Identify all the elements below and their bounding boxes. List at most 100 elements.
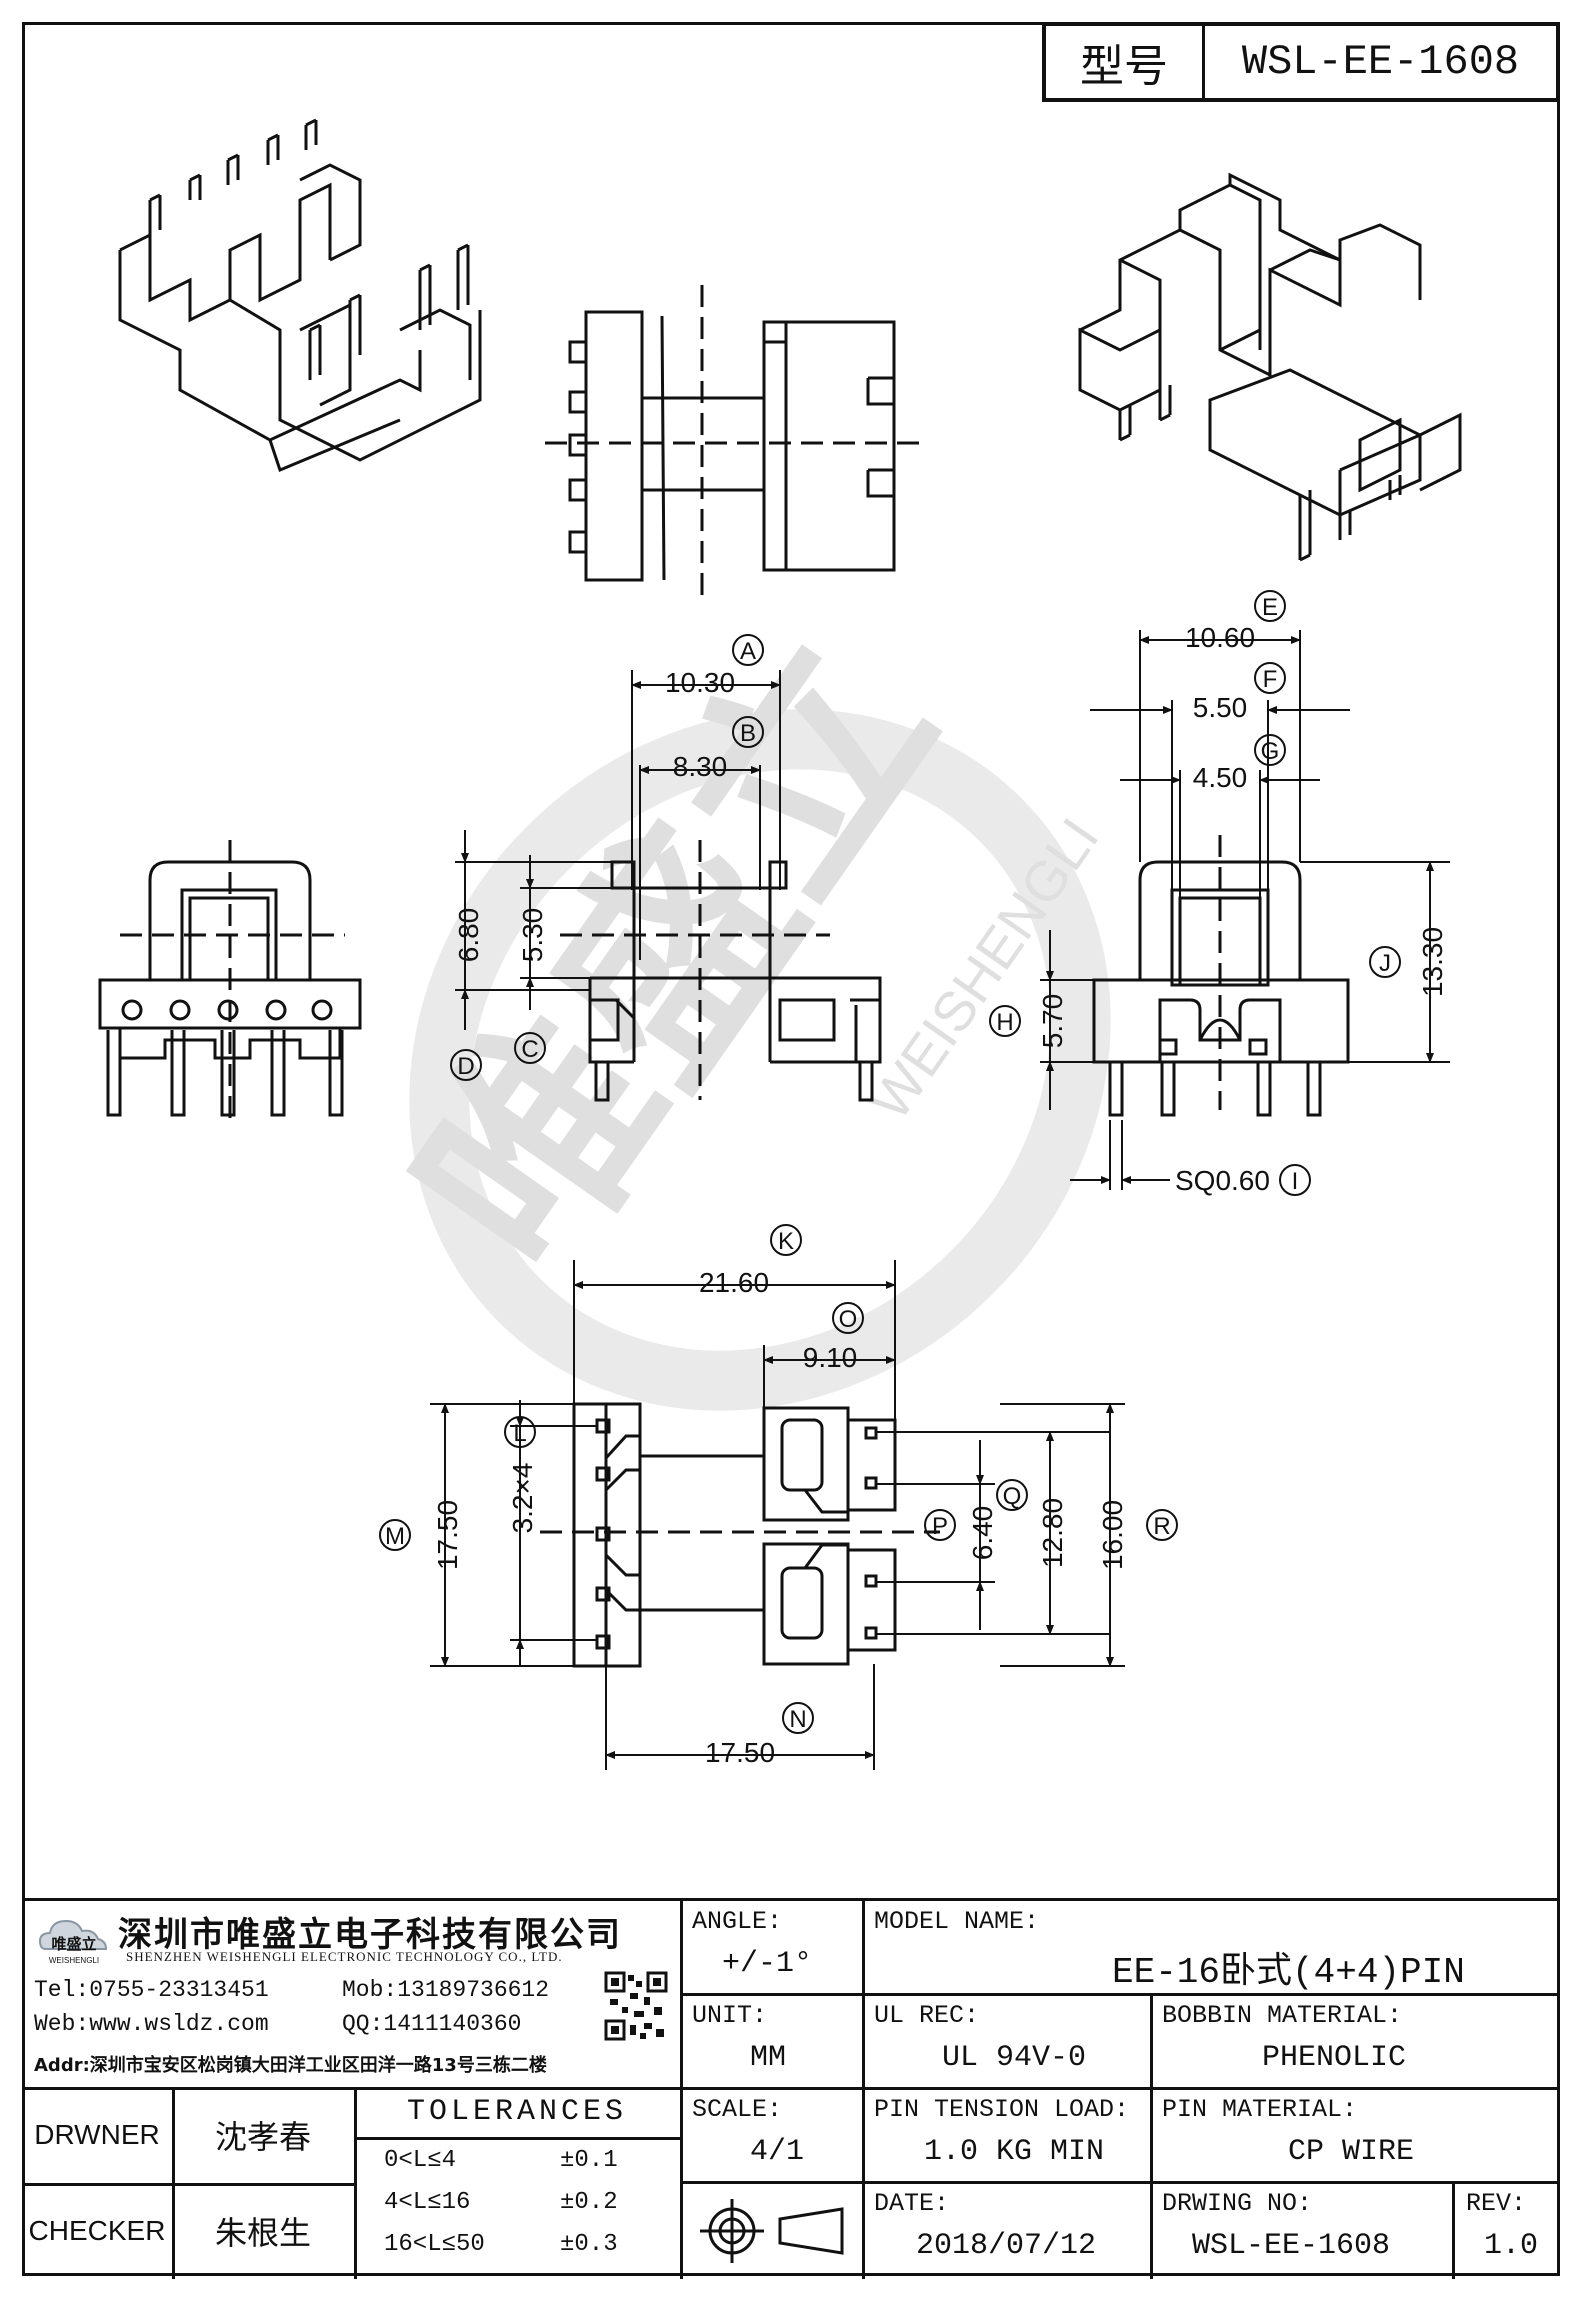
company-web: Web:www.wsldz.com: [34, 2011, 269, 2037]
tolerance-value-3: ±0.3: [560, 2231, 618, 2258]
ul-label: UL REC:: [874, 2001, 980, 2030]
watermark: 唯盛立 WEISHENGLI: [372, 598, 1111, 1411]
tolerance-value-2: ±0.2: [560, 2189, 618, 2216]
dim-f-value: 5.50: [1193, 692, 1248, 723]
callout-k: K: [778, 1228, 794, 1255]
dim-m-value: 17.50: [432, 1500, 463, 1570]
callout-n: N: [789, 1706, 806, 1733]
side-view-middle: [560, 840, 882, 1102]
bobbin-material-label: BOBBIN MATERIAL:: [1162, 2001, 1403, 2030]
isometric-view-right: [1078, 172, 1462, 562]
technical-drawing: 唯盛立 WEISHENGLI: [98, 118, 1462, 1770]
qr-code-icon[interactable]: [604, 1971, 668, 2041]
side-view-right: [1092, 835, 1350, 1117]
company-mob: Mob:13189736612: [342, 1977, 550, 2003]
callout-i: I: [1292, 1168, 1299, 1195]
tolerance-range-1: 0<L≤4: [384, 2147, 457, 2174]
callout-o: O: [839, 1306, 858, 1333]
callout-p: P: [932, 1513, 948, 1540]
drawer-label: DRWNER: [34, 2119, 160, 2150]
dimension-lines: [430, 630, 1450, 1770]
pin-material-value: CP WIRE: [1288, 2135, 1415, 2169]
tolerances-label: TOLERANCES: [406, 2095, 628, 2129]
model-name-label: MODEL NAME:: [874, 1907, 1040, 1936]
dimension-labels: 10.30 8.30 6.80 5.30 10.60 5.50 4.50 13.…: [432, 622, 1448, 1768]
bobbin-material-value: PHENOLIC: [1262, 2041, 1407, 2075]
pin-tension-label: PIN TENSION LOAD:: [874, 2095, 1130, 2124]
company-logo: 唯盛立 WEISHENGLI: [36, 1909, 112, 1969]
company-logo-sub: WEISHENGLI: [49, 1956, 99, 1965]
date-value: 2018/07/12: [916, 2229, 1097, 2263]
pin-material-label: PIN MATERIAL:: [1162, 2095, 1358, 2124]
dim-d-value: 6.80: [453, 908, 484, 963]
dim-n-value: 17.50: [705, 1737, 775, 1768]
model-label: 型号: [1046, 26, 1205, 98]
callout-h: H: [996, 1009, 1013, 1036]
model-number: WSL-EE-1608: [1241, 38, 1520, 86]
pin-tension-value: 1.0 KG MIN: [924, 2135, 1105, 2169]
tolerance-value-1: ±0.1: [560, 2147, 618, 2174]
callout-e: E: [1262, 594, 1278, 621]
scale-value: 4/1: [750, 2135, 805, 2169]
unit-label: UNIT:: [692, 2001, 768, 2030]
dim-c-value: 5.30: [517, 908, 548, 963]
side-view-left: [98, 840, 362, 1120]
title-block: 唯盛立 WEISHENGLI 深圳市唯盛立电子科技有限公司 SHENZHEN W…: [22, 1898, 1560, 2279]
callout-q: Q: [1003, 1483, 1022, 1510]
dim-b-value: 8.30: [673, 751, 728, 782]
dim-o-value: 9.10: [803, 1342, 858, 1373]
first-angle-projection-icon: [700, 2199, 844, 2263]
front-view-top: [545, 285, 920, 600]
dim-r-value: 16.00: [1097, 1500, 1128, 1570]
callout-d: D: [457, 1053, 474, 1080]
model-number-box: 型号 WSL-EE-1608: [1042, 22, 1560, 102]
dim-k-value: 21.60: [699, 1267, 769, 1298]
company-address: Addr:深圳市宝安区松岗镇大田洋工业区田洋一路13号三栋二楼: [34, 2055, 547, 2076]
checker-name: 朱根生: [214, 2214, 311, 2252]
drawing-no-label: DRWING NO:: [1162, 2189, 1313, 2218]
callout-j: J: [1379, 950, 1391, 977]
angle-value: +/-1°: [722, 1947, 813, 1981]
dim-a-value: 10.30: [665, 667, 735, 698]
isometric-view-left: [118, 118, 482, 473]
callout-b: B: [740, 720, 756, 747]
callout-a: A: [740, 638, 756, 665]
dim-i-value: SQ0.60: [1175, 1165, 1270, 1196]
dim-p-value: 6.40: [967, 1506, 998, 1561]
callout-g: G: [1261, 738, 1280, 765]
drawer-name: 沈孝春: [214, 2118, 311, 2156]
scale-label: SCALE:: [692, 2095, 783, 2124]
callout-m: M: [385, 1523, 405, 1550]
company-name-en: SHENZHEN WEISHENGLI ELECTRONIC TECHNOLOG…: [126, 1949, 563, 1964]
drawing-no-value: WSL-EE-1608: [1192, 2229, 1391, 2263]
dim-h-value: 5.70: [1037, 994, 1068, 1049]
dim-q-value: 12.80: [1037, 1498, 1068, 1568]
unit-value: MM: [750, 2041, 787, 2075]
callout-l: L: [513, 1420, 526, 1447]
company-qq: QQ:1411140360: [342, 2011, 522, 2037]
dim-e-value: 10.60: [1185, 622, 1255, 653]
callout-f: F: [1263, 666, 1278, 693]
bottom-view: [540, 1402, 1110, 1668]
callout-c: C: [521, 1036, 538, 1063]
dimension-callouts: A B C D E F G J H I K O L M N P Q R: [379, 590, 1401, 1734]
tolerance-range-3: 16<L≤50: [384, 2231, 485, 2258]
dim-g-value: 4.50: [1193, 762, 1248, 793]
dim-j-value: 13.30: [1417, 927, 1448, 997]
model-name-value: EE-16卧式(4+4)PIN: [1112, 1952, 1465, 1993]
ul-value: UL 94V-0: [942, 2041, 1087, 2075]
company-logo-text: 唯盛立: [51, 1935, 96, 1953]
rev-value: 1.0: [1484, 2229, 1539, 2263]
projection-symbol: [692, 2189, 852, 2273]
angle-label: ANGLE:: [692, 1907, 783, 1936]
rev-label: REV:: [1466, 2189, 1527, 2218]
checker-label: CHECKER: [28, 2215, 166, 2246]
company-name-cn: 深圳市唯盛立电子科技有限公司: [118, 1915, 622, 1955]
callout-r: R: [1153, 1513, 1170, 1540]
tolerance-range-2: 4<L≤16: [384, 2189, 471, 2216]
drawing-frame: [22, 22, 1560, 2276]
date-label: DATE:: [874, 2189, 950, 2218]
company-tel: Tel:0755-23313451: [34, 1977, 269, 2003]
cloud-logo-icon: 唯盛立 WEISHENGLI: [38, 1919, 108, 1965]
dim-l-value: 3.2×4: [507, 1463, 538, 1534]
